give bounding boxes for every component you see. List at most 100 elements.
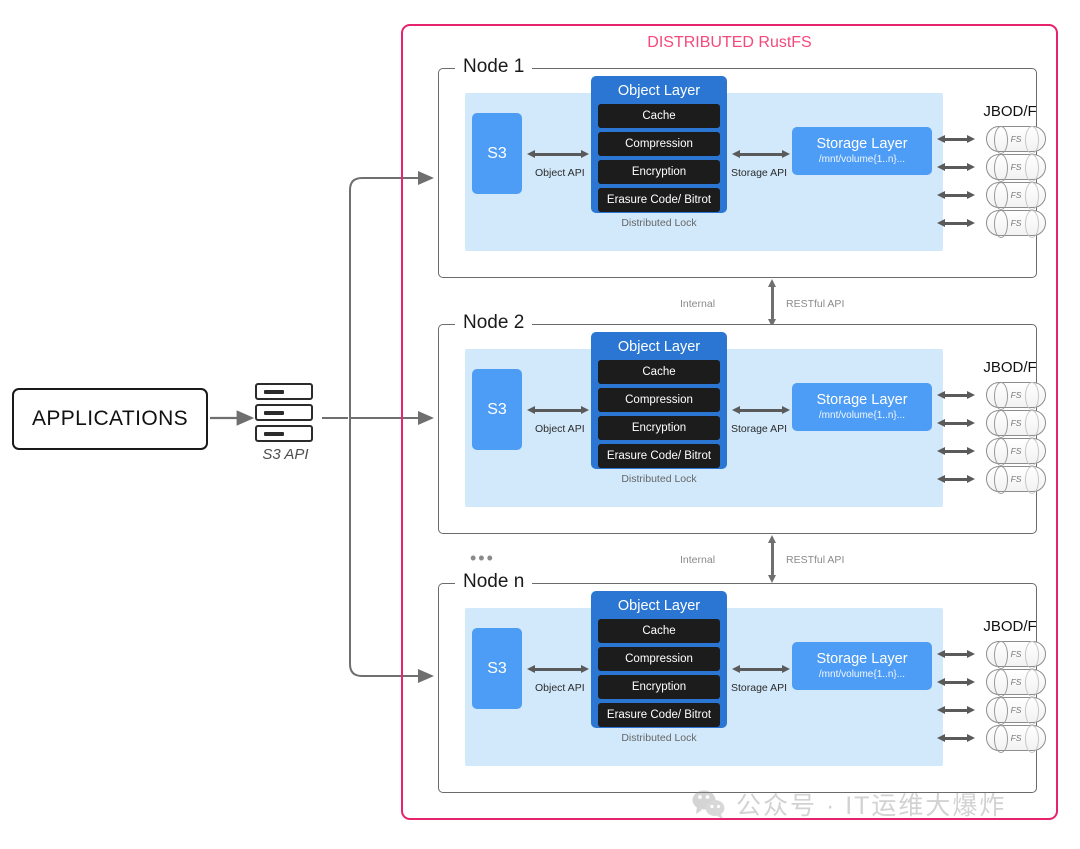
fs-disk-2-1: FS: [986, 381, 1046, 410]
storage-api-arrow-1: [732, 150, 790, 157]
applications-label: APPLICATIONS: [31, 407, 189, 430]
fs-disk-label-2-1: FS: [1010, 390, 1022, 400]
disk-arrow-2-3: [937, 447, 975, 454]
jbod-title-2: JBOD/F: [983, 359, 1037, 376]
object-layer-item-encryption-2: Encryption: [598, 416, 720, 440]
diagram-title: DISTRIBUTED RustFS: [647, 34, 812, 51]
s3-box-2: S3: [472, 369, 522, 450]
fs-disk-2-2: FS: [986, 409, 1046, 438]
storage-layer-title-2: Storage Layer: [816, 391, 908, 408]
object-layer-item-compression-2: Compression: [598, 388, 720, 412]
distributed-rustfs-frame: DISTRIBUTED RustFS: [401, 24, 1058, 820]
disk-row-3-1: FS: [937, 640, 1064, 669]
disk-row-2-2: FS: [937, 409, 1064, 438]
disk-row-3-2: FS: [937, 668, 1064, 697]
storage-api-label-1: Storage API: [731, 167, 788, 179]
fs-disk-label-3-3: FS: [1010, 705, 1022, 715]
nodes-ellipsis: •••: [470, 548, 495, 568]
fs-disk-label-3-4: FS: [1010, 733, 1022, 743]
internal-arrow-2: [768, 535, 775, 583]
object-api-label-3: Object API: [535, 682, 585, 694]
object-layer-item-compression-3: Compression: [598, 647, 720, 671]
disk-arrow-2-2: [937, 419, 975, 426]
internal-arrow-1: [768, 279, 775, 327]
fs-disk-1-4: FS: [986, 209, 1046, 238]
object-layer-item-cache-2: Cache: [598, 360, 720, 384]
object-layer-item-encryption-1: Encryption: [598, 160, 720, 184]
distributed-lock-label-2: Distributed Lock: [621, 473, 697, 485]
disk-arrow-1-2: [937, 163, 975, 170]
object-layer-2: Object Layer Cache Compression Encryptio…: [591, 332, 727, 469]
internal-label-1: Internal: [680, 298, 716, 310]
s3-box-1: S3: [472, 113, 522, 194]
storage-layer-title-1: Storage Layer: [816, 135, 908, 152]
restful-api-label-1: RESTful API: [786, 298, 845, 310]
fs-disk-3-3: FS: [986, 696, 1046, 725]
disk-row-3-3: FS: [937, 696, 1064, 725]
disk-row-2-3: FS: [937, 437, 1064, 466]
object-api-label-1: Object API: [535, 167, 585, 179]
disk-row-2-4: FS: [937, 465, 1064, 494]
s3-label-2: S3: [487, 400, 507, 418]
storage-layer-2: Storage Layer /mnt/volume{1..n}...: [792, 383, 932, 431]
disk-row-1-2: FS: [937, 153, 1064, 182]
s3-label-1: S3: [487, 144, 507, 162]
disk-row-3-4: FS: [937, 724, 1064, 753]
server-stack-icon-bar-1: [255, 383, 313, 400]
fs-disk-label-2-3: FS: [1010, 446, 1022, 456]
applications-box: APPLICATIONS: [12, 388, 208, 450]
node-title-3: Node n: [455, 571, 533, 593]
storage-layer-path-3: /mnt/volume{1..n}...: [818, 669, 906, 681]
s3-label-3: S3: [487, 659, 507, 677]
fs-disk-label-3-2: FS: [1010, 677, 1022, 687]
distributed-lock-label-1: Distributed Lock: [621, 217, 697, 229]
storage-api-arrow-2: [732, 406, 790, 413]
object-layer-title-2: Object Layer: [617, 339, 701, 355]
storage-layer-title-3: Storage Layer: [816, 650, 908, 667]
object-layer-3: Object Layer Cache Compression Encryptio…: [591, 591, 727, 728]
object-layer-item-cache-1: Cache: [598, 104, 720, 128]
storage-api-label-2: Storage API: [731, 423, 788, 435]
restful-api-label-2: RESTful API: [786, 554, 845, 566]
object-layer-item-erasure-code-3: Erasure Code/ Bitrot: [598, 703, 720, 727]
fs-disk-3-2: FS: [986, 668, 1046, 697]
storage-layer-1: Storage Layer /mnt/volume{1..n}...: [792, 127, 932, 175]
disk-arrow-2-4: [937, 475, 975, 482]
node-title-1: Node 1: [455, 56, 533, 78]
storage-api-label-3: Storage API: [731, 682, 788, 694]
object-layer-1: Object Layer Cache Compression Encryptio…: [591, 76, 727, 213]
fs-disk-1-1: FS: [986, 125, 1046, 154]
object-api-label-2: Object API: [535, 423, 585, 435]
disk-arrow-3-3: [937, 706, 975, 713]
storage-api-arrow-3: [732, 665, 790, 672]
server-stack-icon-bar-3: [255, 425, 313, 442]
fs-disk-label-1-4: FS: [1010, 218, 1022, 228]
storage-layer-3: Storage Layer /mnt/volume{1..n}...: [792, 642, 932, 690]
object-layer-title-1: Object Layer: [617, 83, 701, 99]
fs-disk-label-2-2: FS: [1010, 418, 1022, 428]
jbod-title-3: JBOD/F: [983, 618, 1037, 635]
object-api-arrow-3: [527, 665, 589, 672]
disk-row-1-4: FS: [937, 209, 1064, 238]
node-box-2: Node 2 S3 Object API Object Layer Cache …: [438, 312, 1046, 534]
fs-disk-1-3: FS: [986, 181, 1046, 210]
storage-layer-path-1: /mnt/volume{1..n}...: [818, 154, 906, 166]
fs-disk-label-3-1: FS: [1010, 649, 1022, 659]
object-api-arrow-2: [527, 406, 589, 413]
internal-label-2: Internal: [680, 554, 716, 566]
disk-arrow-1-3: [937, 191, 975, 198]
node-title-2: Node 2: [455, 312, 533, 334]
s3-box-3: S3: [472, 628, 522, 709]
object-layer-item-compression-1: Compression: [598, 132, 720, 156]
disk-row-1-1: FS: [937, 125, 1064, 154]
object-layer-title-3: Object Layer: [617, 598, 701, 614]
fs-disk-3-1: FS: [986, 640, 1046, 669]
jbod-title-1: JBOD/F: [983, 103, 1037, 120]
s3-api-endpoint: S3 API: [255, 383, 319, 463]
object-layer-item-encryption-3: Encryption: [598, 675, 720, 699]
object-layer-item-erasure-code-2: Erasure Code/ Bitrot: [598, 444, 720, 468]
fs-disk-label-1-2: FS: [1010, 162, 1022, 172]
object-layer-item-cache-3: Cache: [598, 619, 720, 643]
fs-disk-label-1-3: FS: [1010, 190, 1022, 200]
